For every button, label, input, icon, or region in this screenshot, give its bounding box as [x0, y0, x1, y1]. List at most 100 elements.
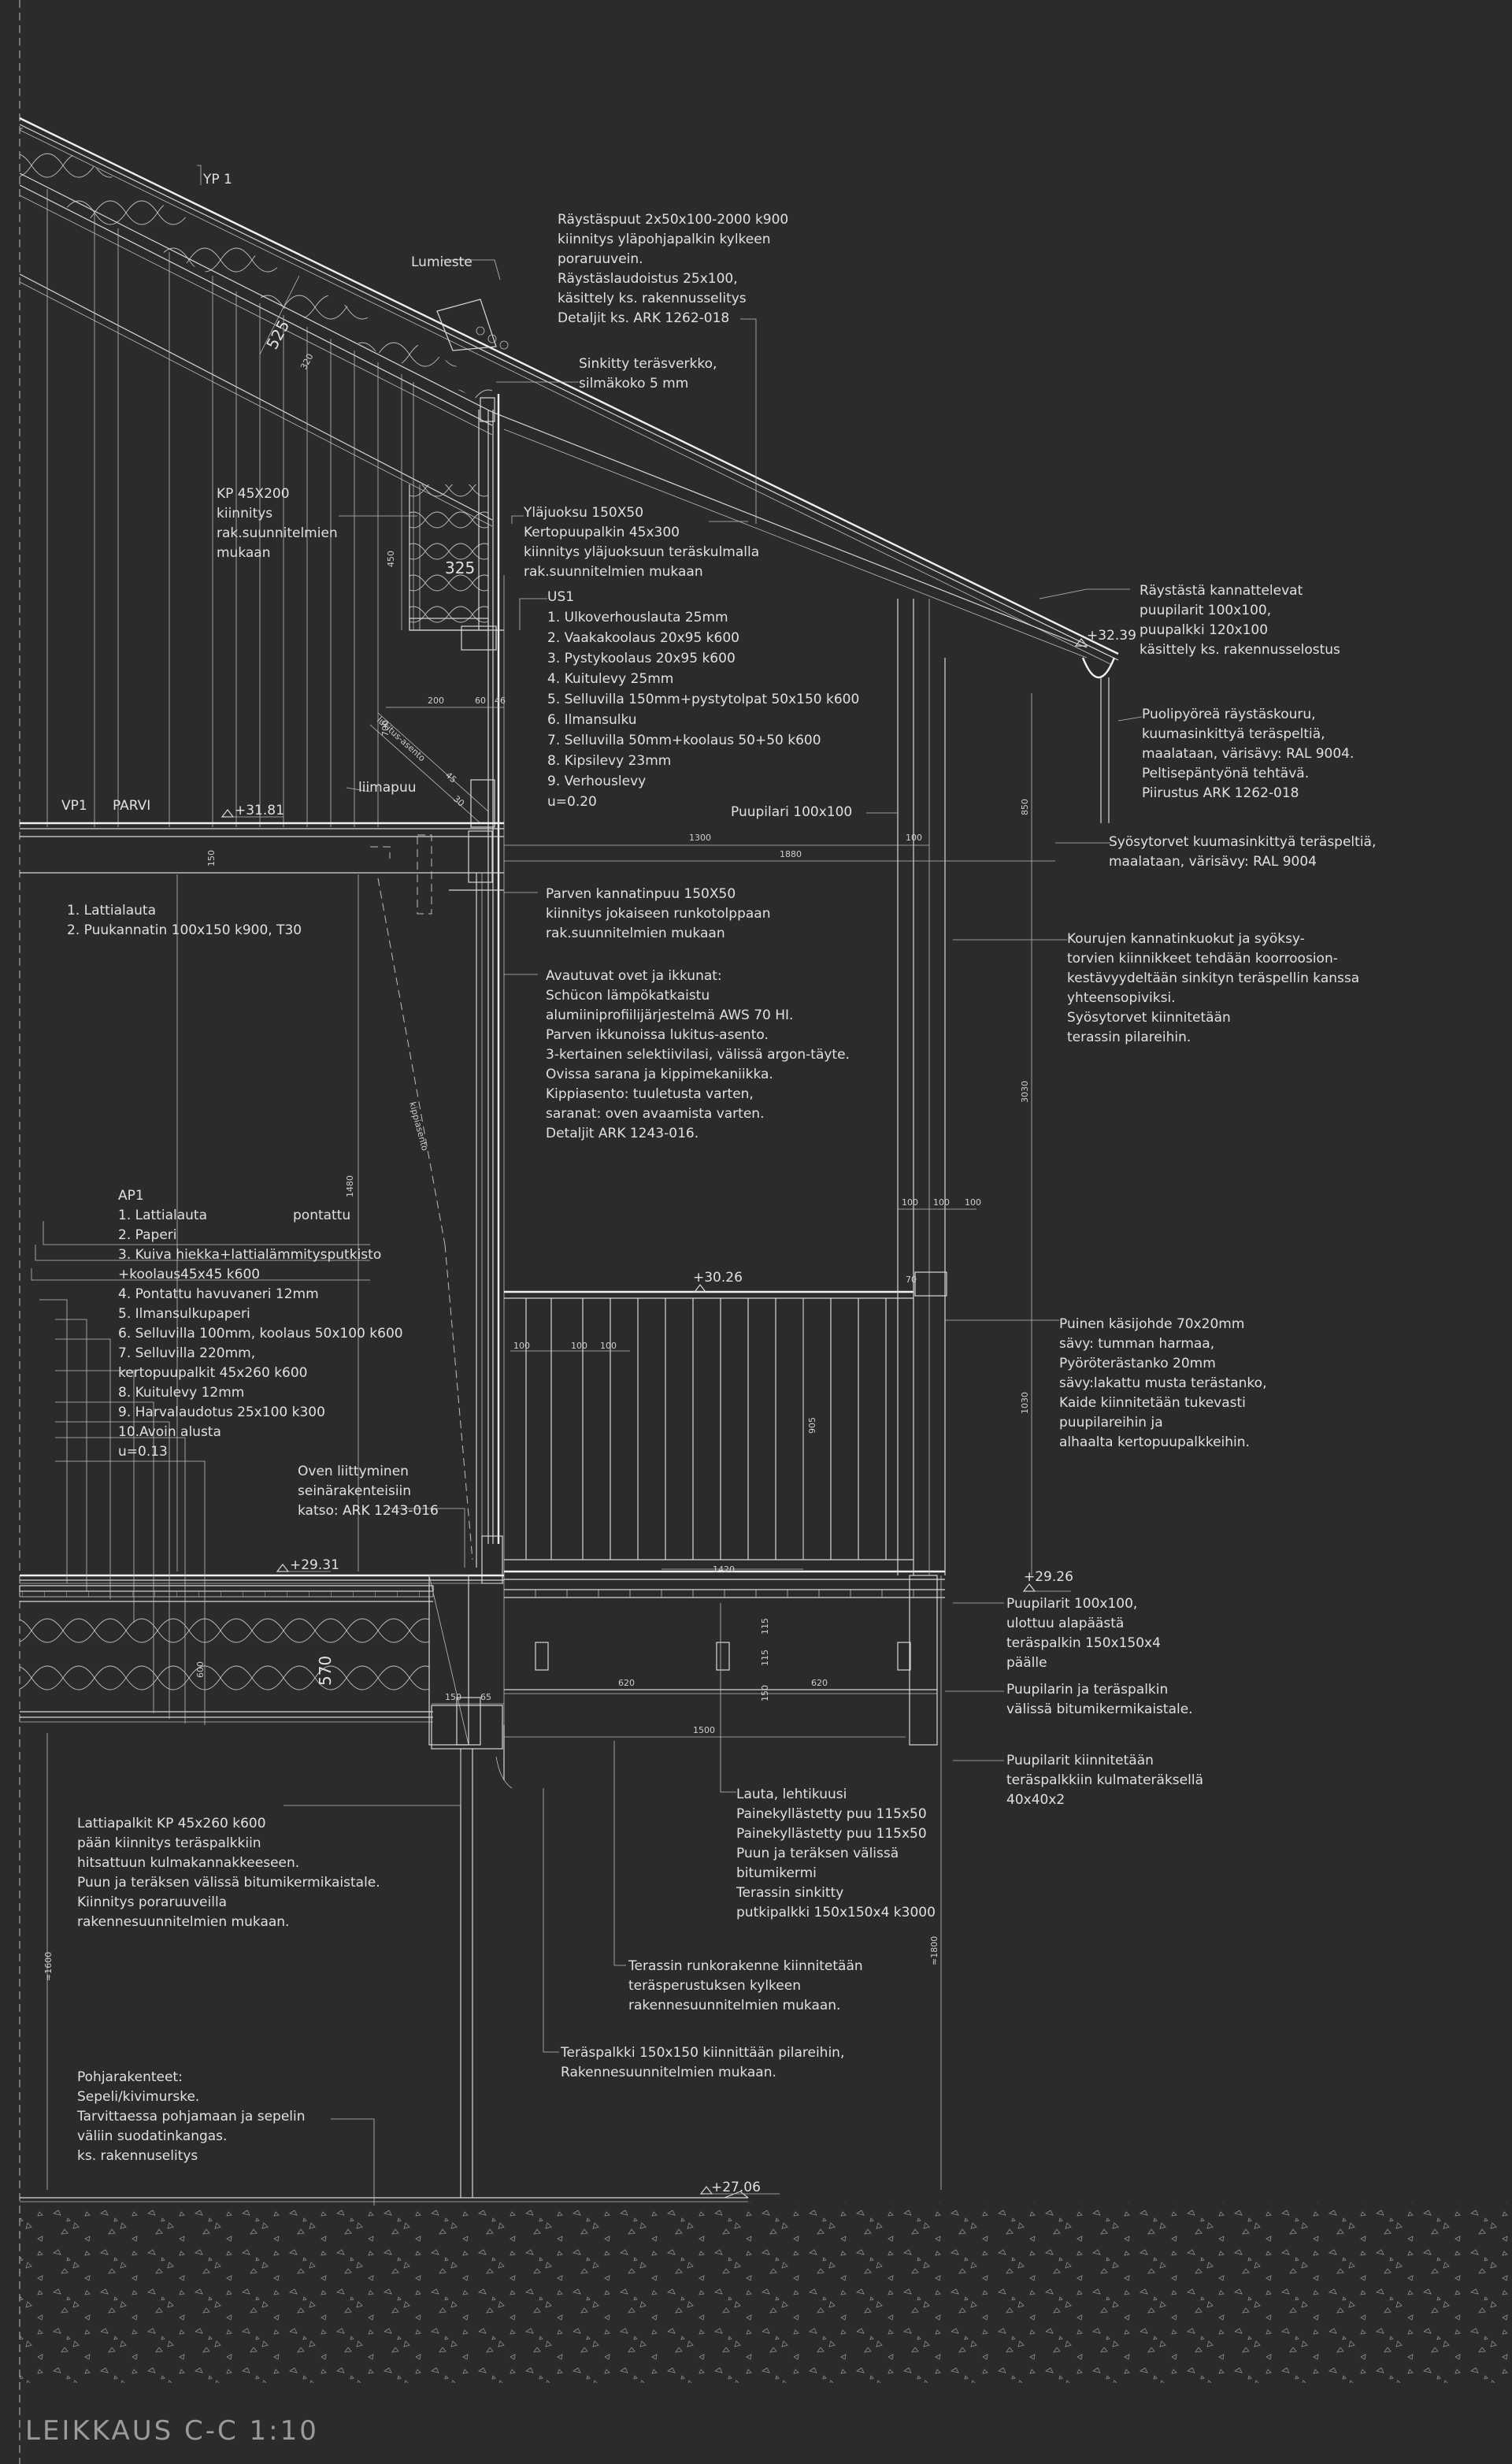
- svg-text:3-kertainen selektiivilasi, vä: 3-kertainen selektiivilasi, välissä argo…: [546, 1047, 850, 1063]
- svg-text:silmäkoko 5 mm: silmäkoko 5 mm: [579, 376, 688, 391]
- svg-text:sävy: tumman harmaa,: sävy: tumman harmaa,: [1059, 1336, 1214, 1352]
- dim-1800: ≈1800: [929, 1936, 939, 1965]
- terrace-structure: 100 100 100 905 +30.26 1420 620 620: [43, 599, 1136, 2190]
- dim-100-rail-c: 100: [600, 1341, 617, 1351]
- svg-text:puupilareihin ja: puupilareihin ja: [1059, 1415, 1163, 1431]
- note-parven-kannatin: Parven kannatinpuu 150X50 kiinnitys joka…: [546, 886, 770, 941]
- svg-text:sävy:lakattu musta terästanko,: sävy:lakattu musta terästanko,: [1059, 1375, 1266, 1391]
- svg-text:alumiiniprofiilijärjestelmä AW: alumiiniprofiilijärjestelmä AWS 70 HI.: [546, 1007, 793, 1023]
- dim-3030: 3030: [1020, 1081, 1030, 1103]
- svg-text:Painekyllästetty puu 115x50: Painekyllästetty puu 115x50: [736, 1806, 927, 1822]
- svg-text:Teräspalkki 150x150 kiinnittää: Teräspalkki 150x150 kiinnittään pilareih…: [560, 2045, 844, 2061]
- svg-text:kuumasinkittyä teräspeltiä,: kuumasinkittyä teräspeltiä,: [1142, 726, 1325, 742]
- note-pohja: Pohjarakenteet: Sepeli/kivimurske. Tarvi…: [76, 2069, 306, 2164]
- svg-text:9. Harvalaudotus 25x100 k300: 9. Harvalaudotus 25x100 k300: [118, 1405, 325, 1420]
- svg-text:rak.suunnitelmien mukaan: rak.suunnitelmien mukaan: [524, 564, 703, 580]
- note-oven: Oven liittyminen seinärakenteisiin katso…: [298, 1464, 439, 1519]
- tag-yp1: YP 1: [202, 172, 232, 187]
- svg-text:Räystäslaudoistus 25x100,: Räystäslaudoistus 25x100,: [558, 271, 738, 287]
- svg-text:Syösytorvet kuumasinkittyä ter: Syösytorvet kuumasinkittyä teräspeltiä,: [1109, 834, 1376, 850]
- svg-text:torvien kiinnikkeet tehdään ko: torvien kiinnikkeet tehdään koorroosion-: [1067, 951, 1338, 967]
- dim-150-terrace: 150: [760, 1685, 770, 1701]
- svg-text:Detaljit ks. ARK 1262-018: Detaljit ks. ARK 1262-018: [558, 310, 729, 326]
- svg-text:Kertopuupalkin 45x300: Kertopuupalkin 45x300: [524, 525, 680, 540]
- dim-200: 200: [428, 696, 444, 706]
- lukitus-asento-label: lukitus-asento: [375, 715, 428, 764]
- svg-text:hitsattuun kulmakannakkeeseen.: hitsattuun kulmakannakkeeseen.: [77, 1855, 299, 1871]
- svg-text:Kourujen kannatinkuokut ja syö: Kourujen kannatinkuokut ja syöksy-: [1067, 931, 1305, 947]
- svg-text:kiinnitys jokaiseen runkotolpp: kiinnitys jokaiseen runkotolppaan: [546, 906, 770, 922]
- dim-600: 600: [195, 1661, 206, 1678]
- svg-text:Avautuvat ovet ja ikkunat:: Avautuvat ovet ja ikkunat:: [546, 968, 722, 984]
- note-lattiapalkit: Lattiapalkit KP 45x260 k600 pään kiinnit…: [77, 1816, 380, 1930]
- svg-text:kertopuupalkit 45x260 k600: kertopuupalkit 45x260 k600: [118, 1365, 308, 1381]
- svg-text:AP1: AP1: [118, 1188, 144, 1204]
- svg-text:Puupilarit 100x100,: Puupilarit 100x100,: [1006, 1596, 1137, 1612]
- dim-60: 60: [475, 696, 486, 706]
- svg-text:maalataan, värisävy: RAL 9004: maalataan, värisävy: RAL 9004: [1109, 854, 1317, 870]
- note-ylajuoksu: Yläjuoksu 150X50 Kertopuupalkin 45x300 k…: [523, 505, 759, 580]
- dim-115-b: 115: [760, 1649, 770, 1666]
- svg-text:8. Kipsilevy 23mm: 8. Kipsilevy 23mm: [547, 753, 671, 769]
- dim-100-post-b: 100: [933, 1197, 950, 1208]
- note-avautuvat: Avautuvat ovet ja ikkunat: Schücon lämpö…: [546, 968, 850, 1141]
- loft-floor: 150 +31.81: [20, 803, 504, 915]
- svg-text:5. Ilmansulkupaperi: 5. Ilmansulkupaperi: [118, 1306, 250, 1322]
- note-kasijohde: Puinen käsijohde 70x20mm sävy: tumman ha…: [1059, 1316, 1266, 1450]
- svg-text:pään kiinnitys teräspalkkiin: pään kiinnitys teräspalkkiin: [77, 1835, 261, 1851]
- dim-1600: ≈1600: [43, 1952, 54, 1981]
- svg-text:ks. rakennuselitys: ks. rakennuselitys: [77, 2148, 198, 2164]
- svg-text:teräsperustuksen kylkeen: teräsperustuksen kylkeen: [628, 1978, 801, 1994]
- dim-70: 70: [906, 1275, 917, 1285]
- svg-text:puupilarit 100x100,: puupilarit 100x100,: [1140, 603, 1271, 618]
- svg-text:rak.suunnitelmien mukaan: rak.suunnitelmien mukaan: [546, 926, 725, 941]
- svg-text:teräspalkin 150x150x4: teräspalkin 150x150x4: [1006, 1635, 1161, 1651]
- dim-100-loft: 100: [906, 833, 922, 843]
- level-floor: +29.31: [290, 1557, 339, 1573]
- note-kourujen: Kourujen kannatinkuokut ja syöksy- torvi…: [1067, 931, 1359, 1045]
- dim-325: 325: [445, 558, 475, 577]
- svg-text:Lattiapalkit KP 45x260 k600: Lattiapalkit KP 45x260 k600: [77, 1816, 266, 1831]
- dim-620-b: 620: [811, 1678, 828, 1688]
- note-raystaspuut: Räystäspuut 2x50x100-2000 k900 kiinnitys…: [558, 212, 788, 326]
- svg-text:9. Verhouslevy: 9. Verhouslevy: [547, 774, 646, 789]
- note-vp1-layers: 1. Lattialauta 2. Puukannatin 100x150 k9…: [67, 903, 302, 938]
- dim-1300: 1300: [689, 833, 711, 843]
- dim-30: 30: [451, 794, 466, 809]
- svg-text:Puupilarit kiinnitetään: Puupilarit kiinnitetään: [1006, 1753, 1154, 1768]
- svg-text:Parven ikkunoissa lukitus-asen: Parven ikkunoissa lukitus-asento.: [546, 1027, 769, 1043]
- svg-text:Yläjuoksu 150X50: Yläjuoksu 150X50: [523, 505, 643, 521]
- svg-text:Sepeli/kivimurske.: Sepeli/kivimurske.: [77, 2089, 199, 2105]
- note-ap1: AP1 1. Lattialauta 2. Paperi 3. Kuiva hi…: [118, 1188, 403, 1460]
- note-puupilarit-ulottuu: Puupilarit 100x100, ulottuu alapäästä te…: [1006, 1596, 1161, 1671]
- svg-text:mukaan: mukaan: [217, 545, 271, 561]
- dim-1500: 1500: [693, 1725, 715, 1735]
- svg-text:Kiinnitys poraruuveilla: Kiinnitys poraruuveilla: [77, 1894, 227, 1910]
- svg-text:Sinkitty teräsverkko,: Sinkitty teräsverkko,: [579, 356, 717, 372]
- dim-905: 905: [807, 1417, 817, 1434]
- svg-text:KP 45X200: KP 45X200: [217, 486, 290, 502]
- svg-text:välissä bitumikermikaistale.: välissä bitumikermikaistale.: [1006, 1701, 1193, 1717]
- dim-100-rail-b: 100: [571, 1341, 587, 1351]
- svg-text:käsittely ks. rakennusselostus: käsittely ks. rakennusselostus: [1140, 642, 1340, 658]
- svg-text:Painekyllästetty puu 115x50: Painekyllästetty puu 115x50: [736, 1826, 927, 1842]
- dim-150-floor: 150: [445, 1692, 461, 1702]
- leader-lines: [31, 165, 1143, 2206]
- svg-text:7. Selluvilla 50mm+koolaus 50+: 7. Selluvilla 50mm+koolaus 50+50 k600: [547, 733, 821, 748]
- note-kulmarauta: Puupilarit kiinnitetään teräspalkkiin ku…: [1006, 1753, 1203, 1808]
- tag-liimapuu: liimapuu: [358, 780, 417, 796]
- svg-text:Pohjarakenteet:: Pohjarakenteet:: [77, 2069, 183, 2085]
- svg-text:u=0.20: u=0.20: [547, 794, 597, 810]
- note-teraspalkki: Teräspalkki 150x150 kiinnittään pilareih…: [560, 2045, 844, 2080]
- svg-text:Piirustus ARK 1262-018: Piirustus ARK 1262-018: [1142, 785, 1299, 801]
- svg-text:Räystästä kannattelevat: Räystästä kannattelevat: [1140, 583, 1303, 599]
- dim-700: 700: [380, 720, 391, 737]
- svg-text:maalataan, värisävy: RAL 9004.: maalataan, värisävy: RAL 9004.: [1142, 746, 1354, 762]
- svg-text:rakennesuunnitelmien mukaan.: rakennesuunnitelmien mukaan.: [628, 1998, 840, 2013]
- svg-text:4. Pontattu havuvaneri 12mm: 4. Pontattu havuvaneri 12mm: [118, 1286, 319, 1302]
- dim-150-loft: 150: [206, 850, 217, 866]
- note-bitumi: Puupilarin ja teräspalkin välissä bitumi…: [1006, 1682, 1193, 1717]
- note-verkko: Sinkitty teräsverkko, silmäkoko 5 mm: [579, 356, 717, 391]
- dim-1030: 1030: [1020, 1392, 1030, 1414]
